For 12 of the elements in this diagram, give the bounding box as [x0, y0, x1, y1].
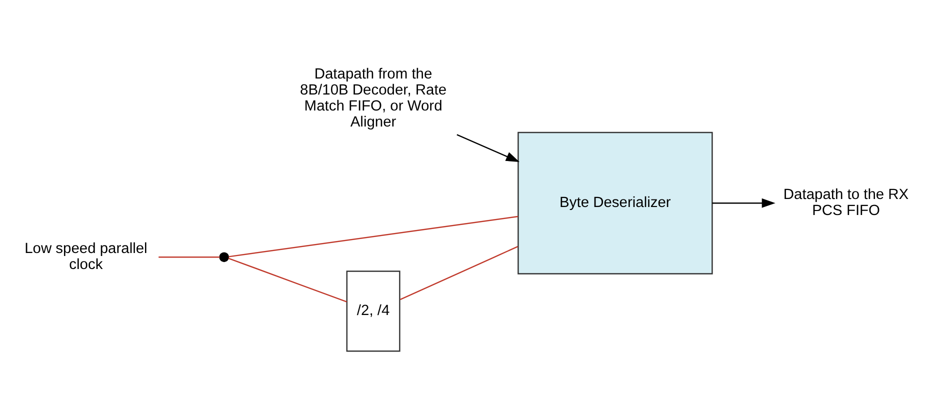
connector — [400, 246, 518, 300]
node-text: Datapath from the 8B/10B Decoder, Rate Match FIFO, or Word Aligner — [300, 66, 447, 130]
connector — [228, 216, 518, 258]
connector — [228, 258, 347, 302]
connector — [158, 256, 220, 258]
arrow — [456, 134, 520, 162]
node-text: Datapath to the RX PCS FIFO — [783, 186, 909, 219]
node-box: Byte Deserializer — [518, 132, 713, 274]
node-box: /2, /4 — [346, 270, 400, 352]
node-circle — [219, 252, 230, 262]
node-text: Low speed parallel clock — [24, 240, 148, 273]
arrow — [712, 198, 776, 208]
